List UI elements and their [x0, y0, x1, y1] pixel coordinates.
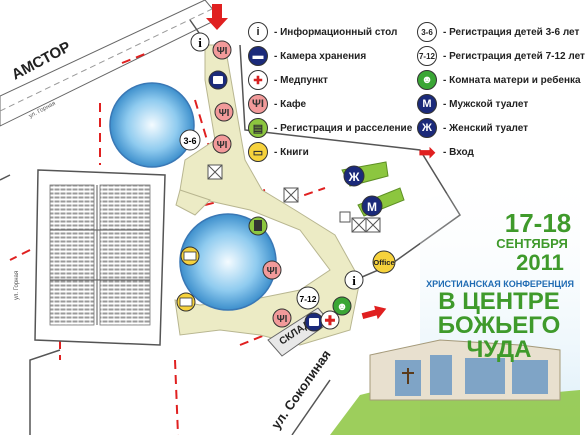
legend-label: - Женский туалет [443, 122, 529, 134]
luggage-icon: ▬ [248, 46, 268, 66]
marker-luggage-top[interactable] [208, 70, 228, 90]
kids-3-6-icon: 3-6 [417, 22, 437, 42]
legend-label: - Регистрация детей 7-12 лет [443, 50, 585, 62]
svg-text:Ж: Ж [348, 170, 360, 184]
kids-7-12-icon: 7-12 [417, 46, 437, 66]
book-icon: ▭ [248, 142, 268, 162]
svg-text:Office: Office [373, 258, 394, 267]
event-dates: 17-18 [504, 208, 572, 238]
marker-info-top[interactable]: i [190, 32, 210, 52]
legend-label: - Мужской туалет [443, 98, 529, 110]
marker-mother-child[interactable]: ☻ [332, 296, 352, 316]
marker-registration[interactable] [248, 216, 268, 236]
entrance-arrow-icon: ➡ [418, 141, 436, 164]
legend-item-kids-7-12: 7-12 - Регистрация детей 7-12 лет [417, 45, 585, 67]
legend-item-women-toilet: Ж - Женский туалет [417, 117, 528, 139]
marker-women-toilet[interactable]: Ж [343, 165, 365, 187]
legend-item-men-toilet: М - Мужской туалет [417, 93, 528, 115]
legend-item-luggage: ▬ - Камера хранения [248, 45, 366, 67]
cafe-icon: ΨΙ [248, 94, 268, 114]
marker-cafe-right[interactable]: ΨΙ [262, 260, 282, 280]
svg-text:ΨΙ: ΨΙ [217, 140, 228, 151]
marker-books-mid[interactable] [180, 246, 200, 266]
svg-text:ΨΙ: ΨΙ [217, 46, 228, 57]
marker-men-toilet[interactable]: М [361, 195, 383, 217]
info-icon: i [248, 22, 268, 42]
women-toilet-icon: Ж [417, 118, 437, 138]
marker-books-low[interactable] [176, 292, 196, 312]
seating-hall [34, 169, 166, 346]
legend-label: - Камера хранения [274, 50, 367, 62]
svg-text:☻: ☻ [336, 301, 348, 313]
marker-kids-7-12[interactable]: 7-12 [296, 286, 320, 310]
legend-item-cafe: ΨΙ - Кафе [248, 93, 306, 115]
marker-luggage-bottom[interactable] [304, 312, 324, 332]
event-month: СЕНТЯБРЯ [496, 236, 568, 251]
marker-medical[interactable]: ✚ [320, 310, 340, 330]
men-toilet-icon: М [417, 94, 437, 114]
medical-cross-icon: ✚ [248, 70, 268, 90]
svg-text:i: i [352, 273, 356, 288]
legend-label: - Книги [274, 146, 309, 158]
dome-small [109, 82, 195, 168]
mother-child-icon: ☻ [417, 70, 437, 90]
entrance-arrow-top [206, 4, 228, 30]
marker-cafe-bottom[interactable]: ΨΙ [272, 308, 292, 328]
legend-item-kids-3-6: 3-6 - Регистрация детей 3-6 лет [417, 21, 579, 43]
svg-text:М: М [367, 200, 377, 214]
marker-office[interactable]: Office [372, 250, 396, 274]
event-subtitle: Христианская конференция [426, 279, 574, 289]
event-year: 2011 [516, 250, 564, 275]
marker-cafe-top[interactable]: ΨΙ [212, 40, 232, 60]
event-title-line3: ЧУДА [466, 336, 532, 363]
street-label-left: ул. Горная [14, 271, 20, 300]
svg-text:ΨΙ: ΨΙ [219, 108, 230, 119]
legend-item-info: i - Информационный стол [248, 21, 397, 43]
legend-label: - Медпункт [274, 74, 328, 86]
legend-item-entrance-arrow: ➡ - Вход [417, 141, 474, 164]
legend-label: - Кафе [274, 98, 307, 110]
legend-item-mother-child: ☻ - Комната матери и ребенка [417, 69, 581, 91]
legend-label: - Комната матери и ребенка [443, 74, 581, 86]
legend-label: - Вход [443, 146, 474, 158]
marker-cafe-mid[interactable]: ΨΙ [214, 102, 234, 122]
event-title-line1: В ЦЕНТРЕ [438, 288, 560, 315]
svg-text:i: i [198, 35, 202, 50]
legend-label: - Информационный стол [274, 26, 398, 38]
building-icon: ▤ [248, 118, 268, 138]
event-title-line2: БОЖЬЕГО [437, 312, 561, 339]
legend-item-book: ▭ - Книги [248, 141, 309, 163]
svg-text:✚: ✚ [325, 313, 336, 328]
hatched-blocks [207, 164, 381, 233]
event-poster-art [330, 160, 580, 435]
legend-label: - Регистрация детей 3-6 лет [443, 26, 580, 38]
entrance-arrow-right [361, 305, 387, 320]
marker-info-bottom[interactable]: i [344, 270, 364, 290]
svg-text:ΨΙ: ΨΙ [267, 266, 278, 277]
svg-text:ΨΙ: ΨΙ [277, 314, 288, 325]
legend-label: - Регистрация и расселение [274, 122, 413, 134]
marker-kids-3-6[interactable]: 3-6 [179, 129, 201, 151]
marker-cafe-low[interactable]: ΨΙ [212, 134, 232, 154]
legend-item-medical-cross: ✚ - Медпункт [248, 69, 328, 91]
legend-item-building: ▤ - Регистрация и расселение [248, 117, 412, 139]
svg-text:7-12: 7-12 [299, 294, 316, 304]
svg-text:3-6: 3-6 [183, 136, 196, 146]
